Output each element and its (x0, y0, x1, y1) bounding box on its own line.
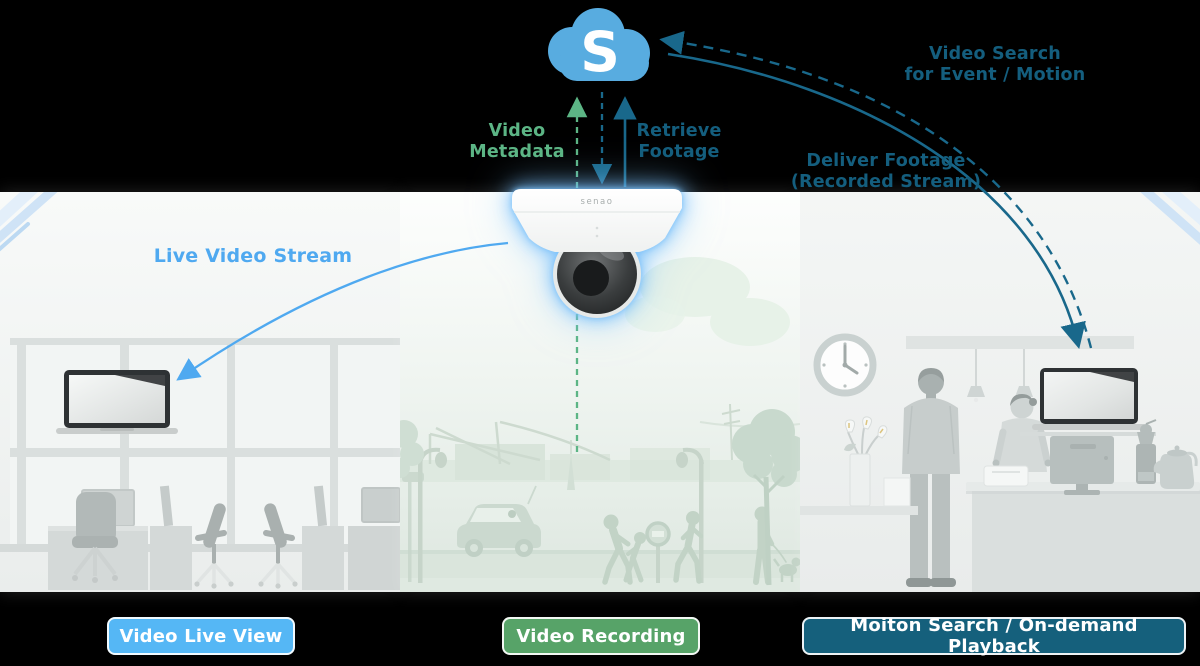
label-line: Footage (638, 142, 720, 163)
trees (400, 409, 800, 586)
cloud-icon: S (539, 5, 661, 87)
corner-ribbon-decoration (1140, 192, 1200, 245)
label-line: for Event / Motion (904, 65, 1086, 86)
label-deliver-footage: Deliver Footage (Recorded Stream) (791, 151, 981, 194)
camera-housing (512, 189, 682, 252)
cafe-scene-illustration (800, 192, 1200, 592)
pos-monitor (1050, 436, 1114, 495)
laptop-shelf (1020, 432, 1156, 436)
receipt-printer (983, 465, 1029, 487)
label-line: Deliver Footage (806, 151, 966, 171)
counter (966, 482, 1200, 592)
ceiling-beam (906, 336, 1134, 349)
camera-brand-label: senao (581, 197, 614, 207)
label-line: (Recorded Stream) (790, 172, 982, 193)
pedestrians (602, 506, 787, 585)
camera-lens (573, 260, 609, 296)
corner-ribbon-decoration (0, 192, 58, 252)
dog (772, 557, 800, 582)
customer-person (894, 368, 960, 587)
video-recording-button[interactable]: Video Recording (502, 617, 700, 655)
label-line: Video Search (929, 44, 1061, 64)
cashier-person (992, 394, 1052, 472)
laptop (56, 370, 178, 434)
curb (400, 550, 800, 554)
label-video-metadata: Video Metadata (469, 121, 565, 164)
label-line: Video (488, 121, 546, 141)
label-line: Retrieve (636, 121, 722, 141)
office-chair (194, 503, 234, 589)
office-window (0, 338, 400, 552)
side-shelf (800, 506, 918, 515)
wall-clock (813, 333, 877, 397)
office-chair (72, 492, 118, 583)
laptop (1032, 368, 1146, 430)
motion-search-playback-button[interactable]: Moiton Search / On-demand Playback (802, 615, 1186, 657)
cloud-logo-letter: S (580, 20, 620, 83)
label-live-video-stream: Live Video Stream (153, 245, 353, 267)
flower-vase (844, 416, 888, 507)
label-retrieve-footage: Retrieve Footage (636, 121, 721, 164)
road-sign (645, 521, 671, 583)
video-live-view-button[interactable]: Video Live View (107, 617, 295, 655)
kettle (1153, 445, 1198, 489)
street-lamp (402, 447, 447, 583)
coffee-grinder (1136, 419, 1157, 484)
label-line: Metadata (469, 142, 565, 163)
street-lamp (676, 447, 704, 583)
cafe-scene-panel (800, 192, 1200, 592)
office-chair (258, 503, 298, 589)
pendant-lamps (967, 349, 1033, 403)
car (457, 485, 541, 557)
office-desks (48, 485, 400, 590)
box (883, 477, 911, 507)
sidewalk (400, 578, 800, 592)
dome-camera-illustration: senao (505, 186, 689, 322)
label-video-search: Video Search for Event / Motion (905, 44, 1086, 87)
